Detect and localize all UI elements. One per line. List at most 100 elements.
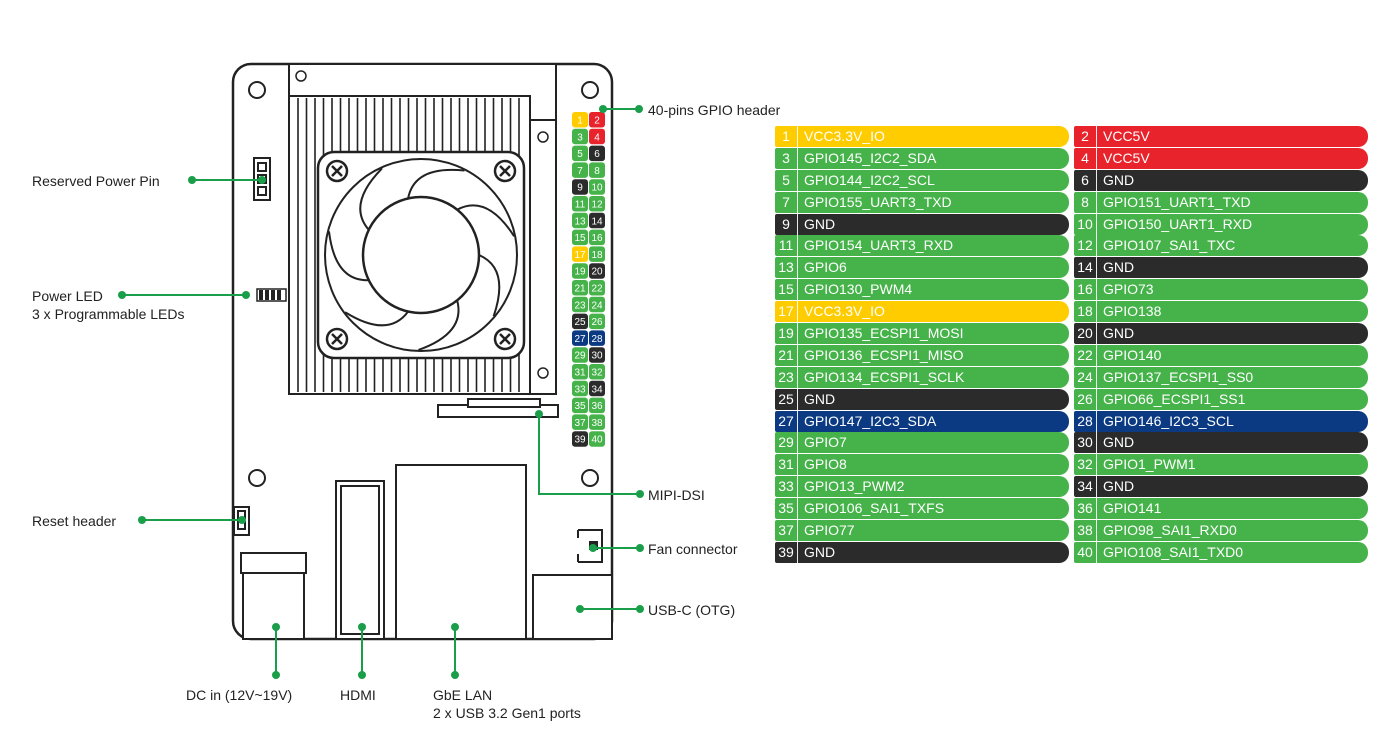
pin-number: 14 bbox=[1074, 257, 1097, 279]
usb-c-port bbox=[532, 574, 613, 640]
pin-label: GPIO108_SAI1_TXD0 bbox=[1103, 543, 1244, 560]
pin-label: GPIO140 bbox=[1103, 346, 1162, 363]
svg-text:22: 22 bbox=[591, 284, 603, 295]
svg-text:21: 21 bbox=[574, 284, 586, 295]
pin-label: GND bbox=[804, 215, 836, 232]
svg-text:11: 11 bbox=[575, 200, 586, 211]
mount-hole-bottom-left bbox=[248, 469, 266, 487]
pin-number: 10 bbox=[1074, 213, 1097, 235]
header-pin-4: 4 bbox=[589, 128, 605, 145]
pin-number: 31 bbox=[775, 454, 798, 476]
svg-text:36: 36 bbox=[591, 401, 603, 412]
pin-label: GND bbox=[804, 543, 836, 560]
pin-number: 21 bbox=[775, 344, 798, 366]
svg-text:20: 20 bbox=[591, 267, 603, 278]
header-pin-27: 27 bbox=[572, 330, 588, 346]
svg-text:17: 17 bbox=[574, 250, 586, 261]
svg-text:34: 34 bbox=[591, 384, 603, 395]
header-pin-29: 29 bbox=[572, 347, 588, 363]
svg-text:27: 27 bbox=[574, 334, 586, 345]
pin-number: 26 bbox=[1074, 388, 1097, 410]
pin-number: 30 bbox=[1074, 432, 1097, 454]
pin-label: GND bbox=[1103, 325, 1135, 342]
callout-dots bbox=[118, 105, 644, 679]
mipi-dsi-connector bbox=[437, 398, 559, 418]
pin-cell-20: 20 GND bbox=[1074, 323, 1368, 345]
header-pin-5: 5 bbox=[572, 145, 588, 162]
mount-hole-top-right bbox=[581, 81, 599, 99]
header-pin-26: 26 bbox=[589, 313, 605, 330]
pin-label: GPIO145_I2C2_SDA bbox=[804, 149, 937, 166]
label-hdmi: HDMI bbox=[340, 687, 376, 703]
svg-text:15: 15 bbox=[574, 233, 586, 244]
pin-number: 2 bbox=[1074, 126, 1097, 147]
pin-number: 32 bbox=[1074, 454, 1097, 476]
pin-number: 6 bbox=[1074, 169, 1097, 191]
svg-text:39: 39 bbox=[574, 435, 586, 446]
svg-text:32: 32 bbox=[591, 368, 603, 379]
svg-text:16: 16 bbox=[591, 233, 603, 244]
label-reset-header: Reset header bbox=[32, 513, 117, 529]
pin-label: GPIO7 bbox=[804, 434, 847, 451]
hdmi-port bbox=[335, 480, 385, 640]
pin-label: GPIO144_I2C2_SCL bbox=[804, 171, 935, 188]
header-pin-1: 1 bbox=[572, 112, 588, 128]
svg-text:19: 19 bbox=[574, 267, 586, 278]
pin-label: GPIO8 bbox=[804, 456, 847, 473]
header-pin-9: 9 bbox=[572, 179, 588, 195]
svg-text:6: 6 bbox=[594, 149, 600, 160]
header-pin-39: 39 bbox=[572, 431, 588, 447]
pin-label: GND bbox=[804, 390, 836, 407]
svg-text:2: 2 bbox=[594, 116, 600, 127]
pin-cell-31: 31 GPIO8 bbox=[775, 454, 1069, 476]
label-gbe-lan: GbE LAN bbox=[433, 687, 493, 703]
pin-label: GPIO13_PWM2 bbox=[804, 478, 905, 495]
header-pin-36: 36 bbox=[589, 397, 605, 414]
pin-number: 3 bbox=[775, 147, 798, 169]
header-pin-14: 14 bbox=[589, 212, 605, 229]
pin-number: 19 bbox=[775, 323, 798, 345]
svg-text:25: 25 bbox=[574, 317, 586, 328]
pin-label: VCC3.3V_IO bbox=[804, 303, 885, 320]
label-dc-in: DC in (12V~19V) bbox=[186, 687, 293, 703]
svg-text:40: 40 bbox=[591, 435, 603, 446]
pin-label: VCC5V bbox=[1103, 149, 1150, 166]
header-pin-7: 7 bbox=[572, 162, 588, 178]
pin-label: GPIO6 bbox=[804, 259, 847, 276]
pin-number: 33 bbox=[775, 476, 798, 498]
svg-text:12: 12 bbox=[591, 200, 603, 211]
pin-cell-33: 33 GPIO13_PWM2 bbox=[775, 476, 1069, 498]
svg-text:5: 5 bbox=[577, 149, 583, 160]
pin-number: 40 bbox=[1074, 541, 1097, 563]
header-pin-32: 32 bbox=[589, 364, 605, 380]
svg-text:28: 28 bbox=[591, 334, 603, 345]
header-pin-6: 6 bbox=[589, 145, 605, 162]
pin-cell-19: 19 GPIO135_ECSPI1_MOSI bbox=[775, 323, 1069, 345]
pin-number: 12 bbox=[1074, 235, 1097, 257]
header-pin-16: 16 bbox=[589, 229, 605, 246]
header-pin-11: 11 bbox=[572, 196, 588, 212]
pin-label: GPIO135_ECSPI1_MOSI bbox=[804, 325, 964, 342]
pin-number: 20 bbox=[1074, 323, 1097, 345]
svg-text:14: 14 bbox=[591, 216, 603, 227]
svg-text:9: 9 bbox=[577, 183, 583, 194]
